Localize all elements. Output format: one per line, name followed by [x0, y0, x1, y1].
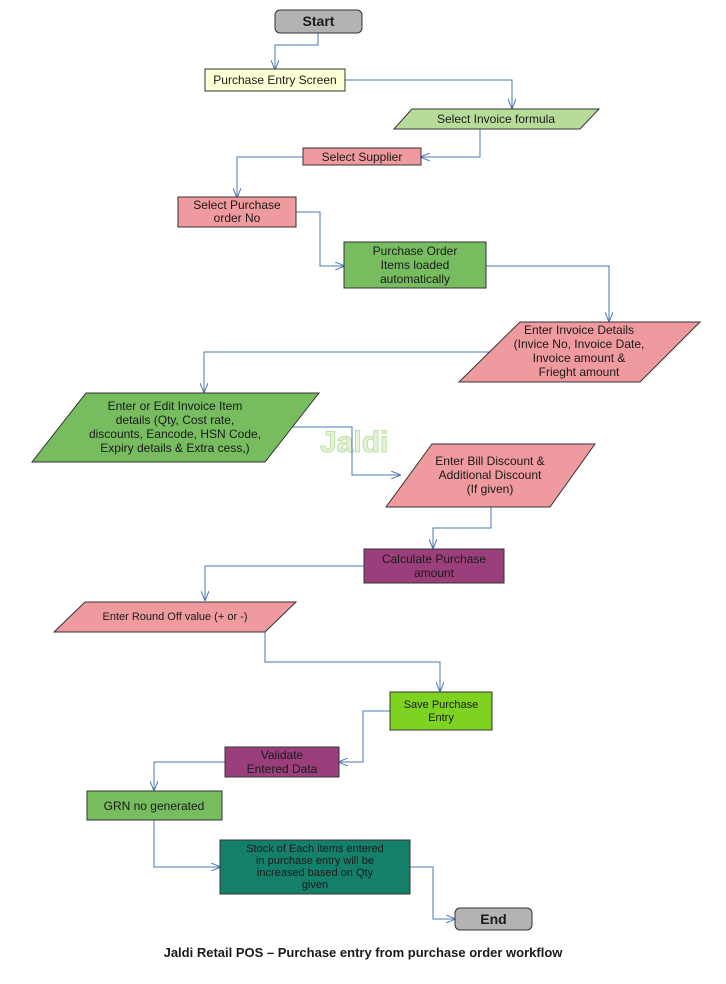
node-enter-invoice-details-line-1: Enter Invoice Details — [524, 323, 634, 337]
node-stock-increase-line-2: in purchase entry will be — [256, 855, 374, 867]
node-bill-discount-line-2: Additional Discount — [439, 468, 542, 482]
node-round-off-label: Enter Round Off value (+ or -) — [102, 611, 247, 623]
connector-grn-to-stock — [153, 820, 220, 867]
connector-calc-to-roundoff — [205, 565, 364, 600]
node-start-label: Start — [303, 13, 335, 29]
node-stock-increase-line-3: increased based on Qty — [257, 867, 374, 879]
connector-discount-to-calc — [433, 507, 492, 548]
node-select-supplier-label: Select Supplier — [322, 150, 403, 164]
node-enter-edit-items-line-1: Enter or Edit Invoice Item — [108, 399, 243, 413]
node-enter-edit-items-line-4: Expiry details & Extra cess,) — [100, 441, 249, 455]
connector-items-to-invoice — [486, 265, 609, 321]
node-enter-invoice-details-line-4: Frieght amount — [539, 365, 620, 379]
node-enter-invoice-details: Enter Invoice Details (Invice No, Invoic… — [457, 321, 702, 383]
node-po-items-loaded-line-1: Purchase Order — [373, 244, 458, 258]
node-select-purchase-order-line-1: Select Purchase — [193, 198, 281, 212]
node-enter-invoice-details-line-2: (Invice No, Invoice Date, — [514, 337, 645, 351]
node-validate-line-2: Entered Data — [247, 762, 318, 776]
node-round-off: Enter Round Off value (+ or -) — [52, 601, 298, 633]
node-end-label: End — [480, 911, 506, 927]
node-validate: Validate Entered Data — [224, 746, 340, 778]
node-select-invoice-formula-label: Select Invoice formula — [437, 112, 555, 126]
node-save-purchase-entry-line-1: Save Purchase — [404, 699, 479, 711]
node-grn-generated: GRN no generated — [86, 790, 223, 821]
node-enter-edit-items-line-3: discounts, Eancode, HSN Code, — [89, 427, 261, 441]
node-select-supplier: Select Supplier — [302, 147, 422, 166]
node-purchase-entry-screen-label: Purchase Entry Screen — [213, 73, 336, 87]
node-bill-discount-line-1: Enter Bill Discount & — [435, 454, 544, 468]
node-enter-edit-items-line-2: details (Qty, Cost rate, — [116, 413, 234, 427]
connector-save-to-validate — [339, 710, 390, 762]
node-calculate-purchase: Calculate Purchase amount — [363, 548, 505, 584]
connector-edit-to-discount — [291, 426, 400, 475]
figure-caption: Jaldi Retail POS – Purchase entry from p… — [163, 945, 563, 960]
connector-start-to-screen — [275, 33, 319, 69]
connector-invoice-to-edit — [204, 351, 505, 392]
node-grn-generated-label: GRN no generated — [104, 799, 205, 813]
node-start: Start — [274, 9, 363, 34]
connector-supplier-to-po — [237, 156, 303, 197]
node-calculate-purchase-line-1: Calculate Purchase — [382, 552, 486, 566]
node-select-purchase-order-line-2: order No — [214, 211, 261, 225]
node-select-invoice-formula: Select Invoice formula — [392, 108, 601, 130]
node-validate-line-1: Validate — [261, 748, 304, 762]
node-stock-increase-line-1: Stock of Each items entered — [246, 843, 384, 855]
node-stock-increase-line-4: given — [302, 879, 328, 891]
connector-stock-to-end — [410, 866, 455, 919]
node-end: End — [454, 907, 533, 931]
node-bill-discount-line-3: (If given) — [467, 482, 514, 496]
connector-validate-to-grn — [154, 761, 225, 790]
node-select-purchase-order: Select Purchase order No — [177, 196, 297, 228]
node-po-items-loaded: Purchase Order Items loaded automaticall… — [343, 241, 487, 289]
node-save-purchase-entry: Save Purchase Entry — [389, 691, 493, 731]
node-stock-increase: Stock of Each items entered in purchase … — [219, 839, 411, 895]
node-save-purchase-entry-line-2: Entry — [428, 712, 454, 724]
node-bill-discount: Enter Bill Discount & Additional Discoun… — [385, 443, 596, 508]
connector-po-to-items — [296, 211, 344, 266]
connector-formula-to-supplier — [421, 129, 481, 157]
connector-screen-to-formula — [345, 79, 512, 108]
node-calculate-purchase-line-2: amount — [414, 566, 455, 580]
node-po-items-loaded-line-2: Items loaded — [381, 258, 450, 272]
node-purchase-entry-screen: Purchase Entry Screen — [204, 68, 346, 92]
node-po-items-loaded-line-3: automatically — [380, 272, 450, 286]
connector-roundoff-to-save — [264, 602, 440, 691]
watermark-logo: Jaldi — [320, 426, 388, 459]
node-enter-invoice-details-line-3: Invoice amount & — [533, 351, 626, 365]
node-enter-edit-items: Enter or Edit Invoice Item details (Qty,… — [30, 392, 321, 463]
